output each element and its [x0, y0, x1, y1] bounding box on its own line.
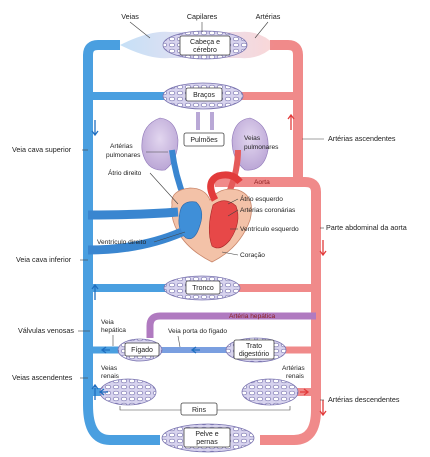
kidneys-box: Rins	[119, 402, 291, 416]
pulmonary-vein-vessel	[227, 149, 241, 192]
veia-cava-inferior-label: Veia cava inferior	[16, 255, 72, 264]
ventriculo-direito-label: Ventrículo direito	[97, 239, 146, 246]
head-label-1: Cabeça e	[190, 39, 220, 46]
lungs-label: Pulmões	[190, 137, 218, 144]
flow-arrows	[91, 113, 327, 417]
ventriculo-esquerdo-label: Ventrículo esquerdo	[240, 226, 299, 233]
digestive-label-2: digestório	[239, 351, 269, 358]
head-label-2: cérebro	[193, 47, 217, 54]
coracao-label: Coração	[240, 252, 265, 259]
valvulas-venosas-label: Válvulas venosas	[18, 326, 74, 335]
parte-abdominal-label: Parte abdominal da aorta	[326, 223, 407, 232]
kidney-left-bed	[99, 378, 157, 406]
veias-label: Veias	[121, 12, 139, 21]
liver-label: Fígado	[131, 347, 153, 354]
left-vein-trunk	[83, 40, 160, 445]
arterias-renais-label-2: renais	[286, 373, 305, 380]
arms-label: Braços	[193, 92, 215, 99]
arterias-descendentes-label: Artérias descendentes	[328, 395, 400, 404]
arteria-hepatica-label: Artéria hepática	[229, 313, 276, 320]
atrio-direito-label: Átrio direito	[108, 168, 142, 177]
aorta-descending	[215, 177, 321, 445]
veias-pulmonares-label-2: pulmonares	[244, 144, 279, 151]
liver-box: Fígado	[124, 342, 160, 357]
digestive-label-1: Trato	[246, 343, 262, 350]
veias-pulmonares-label-1: Veias	[244, 135, 261, 142]
capilares-label: Capilares	[187, 12, 218, 21]
veia-cava-superior-label: Veia cava superior	[12, 145, 72, 154]
arterias-ascendentes-label: Artérias ascendentes	[328, 134, 396, 143]
kidneys-label: Rins	[192, 407, 207, 414]
head-box: Cabeça e cérebro	[179, 35, 231, 56]
trunk-box: Tronco	[185, 280, 221, 295]
arterias-label: Artérias	[256, 12, 281, 21]
veia-porta-label: Veia porta do fígado	[168, 328, 227, 335]
veias-ascendentes-label: Veias ascendentes	[12, 373, 73, 382]
right-artery-trunk	[270, 40, 303, 180]
digestive-box: Trato digestório	[233, 339, 275, 360]
veia-hepatica-label-2: hepática	[101, 327, 126, 334]
veia-hepatica-label-1: Veia	[101, 319, 114, 326]
arms-box: Braços	[185, 87, 223, 102]
arterias-renais-label-1: Artérias	[282, 365, 305, 372]
lungs	[141, 112, 269, 171]
arterias-pulmonares-label-1: Artérias	[110, 143, 133, 150]
hepatic-artery-vessel	[146, 312, 316, 338]
legs-box: Pelve e pernas	[183, 427, 231, 448]
trunk-label: Tronco	[192, 285, 214, 292]
legs-label-2: pernas	[196, 439, 218, 446]
arterias-pulmonares-label-2: pulmonares	[106, 152, 141, 159]
legs-label-1: Pelve e	[195, 431, 218, 438]
veias-renais-label-2: renais	[101, 373, 120, 380]
kidney-right-bed	[241, 378, 299, 406]
lungs-box: Pulmões	[183, 132, 225, 147]
atrio-esquerdo-label: Átrio esquerdo	[240, 194, 283, 203]
heart	[87, 171, 252, 263]
arterias-coronarias-label: Artérias coronárias	[240, 207, 296, 214]
aorta-label: Aorta	[254, 179, 270, 186]
veias-renais-label-1: Veias	[101, 365, 118, 372]
